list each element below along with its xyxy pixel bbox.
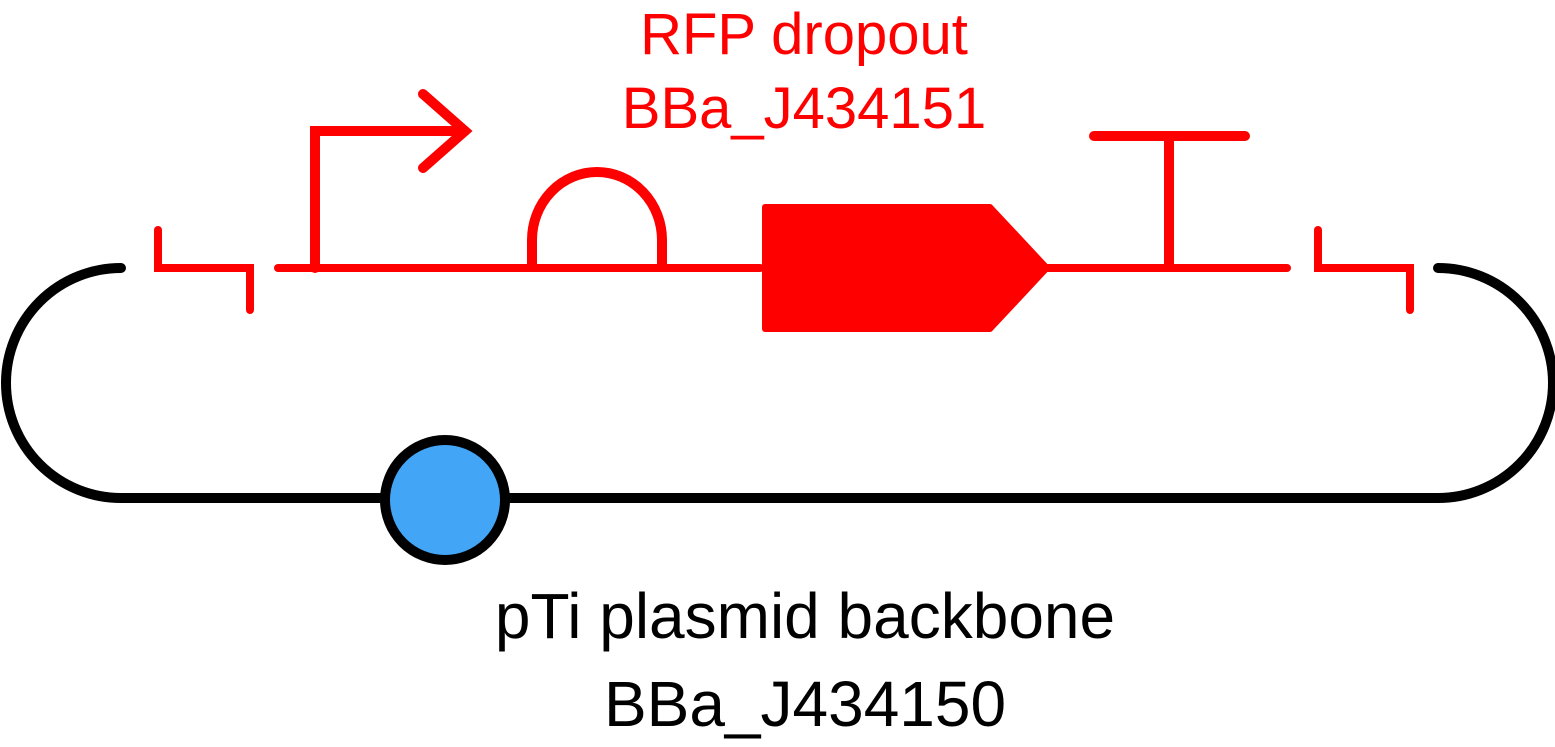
left-overhang-icon (154, 226, 254, 314)
cds-icon (762, 204, 1050, 332)
origin-of-replication-icon (380, 435, 510, 565)
backbone-loop-path (1, 263, 1555, 503)
insert-part-id-label: BBa_J434151 (621, 76, 987, 141)
backbone-part-id-label: BBa_J434150 (603, 668, 1007, 740)
backbone-loop (1, 263, 1555, 503)
right-overhang-icon (1314, 226, 1414, 314)
insert-name-label: RFP dropout (640, 2, 968, 67)
insert-construct (154, 89, 1414, 332)
rbs-icon (527, 167, 667, 268)
promoter-icon (310, 89, 473, 273)
backbone-name-label: pTi plasmid backbone (494, 580, 1116, 652)
terminator-icon (1089, 131, 1250, 268)
